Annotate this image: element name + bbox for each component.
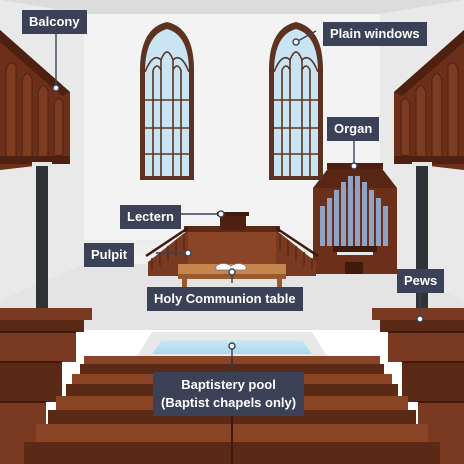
- label-baptistery-pool-line1: Baptistery pool: [181, 377, 276, 392]
- label-pulpit: Pulpit: [84, 243, 135, 267]
- label-lectern: Lectern: [120, 205, 181, 229]
- label-holy-communion-table: Holy Communion table: [147, 287, 303, 311]
- label-baptistery-pool-line2: (Baptist chapels only): [161, 395, 297, 410]
- left-balcony: [0, 30, 70, 170]
- right-window: [269, 22, 323, 180]
- leader-dots: [52, 38, 424, 350]
- label-balcony: Balcony: [22, 10, 87, 34]
- leader-lines: [55, 30, 421, 372]
- lectern: [217, 212, 249, 230]
- label-pews: Pews: [397, 269, 445, 293]
- left-window: [140, 22, 194, 180]
- side-pews-right: [372, 308, 464, 464]
- organ: [313, 163, 397, 274]
- label-plain-windows: Plain windows: [323, 22, 427, 46]
- label-baptistery-pool: Baptistery pool (Baptist chapels only): [153, 372, 305, 416]
- right-balcony: [394, 30, 464, 170]
- label-organ: Organ: [327, 117, 380, 141]
